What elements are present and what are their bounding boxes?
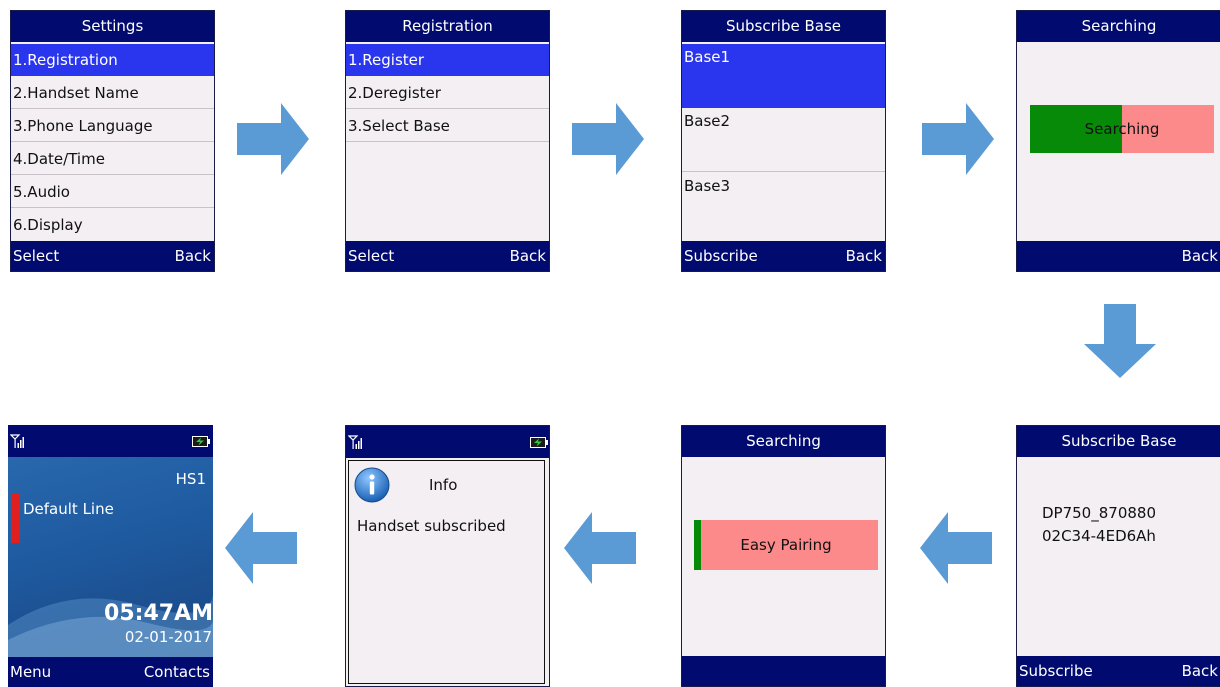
menu-item-phone-language[interactable]: 3.Phone Language (11, 110, 214, 142)
subscribe-base-found-screen: Subscribe Base DP750_870880 02C34-4ED6Ah… (1016, 425, 1220, 687)
softkey-bar: Subscribe Back (1017, 656, 1220, 686)
screen-title: Subscribe Base (1017, 426, 1220, 457)
registration-screen: Registration 1.Register 2.Deregister 3.S… (345, 10, 550, 272)
search-progress-bar: Searching (1030, 105, 1214, 153)
select-softkey[interactable]: Select (348, 247, 395, 265)
info-screen: Info Handset subscribed (345, 425, 550, 687)
base-item-2[interactable]: Base2 (682, 108, 885, 172)
back-softkey[interactable]: Back (509, 247, 546, 265)
signal-icon (10, 434, 24, 448)
info-message: Handset subscribed (357, 517, 506, 535)
subscribe-softkey[interactable]: Subscribe (684, 247, 758, 265)
select-softkey[interactable]: Select (13, 247, 60, 265)
wallpaper-swoosh (8, 595, 213, 657)
softkey-bar: Back (1017, 241, 1220, 271)
clock-date: 02-01-2017 (124, 628, 212, 646)
arrow-right-icon (572, 103, 644, 175)
search-progress-label: Searching (1084, 120, 1160, 138)
back-softkey[interactable]: Back (845, 247, 882, 265)
softkey-bar: Subscribe Back (682, 241, 885, 271)
screen-title: Registration (346, 11, 549, 42)
pairing-progress-fill (694, 520, 702, 570)
base-item-3[interactable]: Base3 (684, 177, 731, 195)
base-item-1[interactable]: Base1 (682, 44, 885, 108)
screen-title: Searching (1017, 11, 1220, 42)
default-line-label: Default Line (23, 500, 114, 518)
arrow-right-icon (922, 103, 994, 175)
menu-item-date-time[interactable]: 4.Date/Time (11, 143, 214, 175)
battery-icon (192, 436, 210, 447)
signal-icon (348, 435, 362, 449)
menu-item-registration[interactable]: 1.Registration (11, 44, 214, 76)
base-id: 02C34-4ED6Ah (1042, 527, 1156, 545)
info-dialog: Info Handset subscribed (348, 460, 545, 684)
screen-title: Settings (11, 11, 214, 42)
menu-item-select-base[interactable]: 3.Select Base (346, 110, 549, 142)
settings-screen: Settings 1.Registration 2.Handset Name 3… (10, 10, 215, 272)
softkey-bar: Select Back (11, 241, 214, 271)
arrow-left-icon (225, 512, 297, 584)
menu-item-display[interactable]: 6.Display (13, 216, 83, 234)
arrow-left-icon (920, 512, 992, 584)
menu-item-handset-name[interactable]: 2.Handset Name (11, 77, 214, 109)
status-bar (346, 426, 549, 458)
arrow-left-icon (564, 512, 636, 584)
softkey-bar: Menu Contacts (8, 657, 213, 687)
info-icon (354, 467, 390, 503)
search-progress-fill (1030, 105, 1122, 153)
arrow-down-icon (1084, 304, 1156, 378)
softkey-bar: Select Back (346, 241, 549, 271)
line-indicator (11, 493, 20, 543)
back-softkey[interactable]: Back (174, 247, 211, 265)
back-softkey[interactable]: Back (1181, 247, 1218, 265)
base-name: DP750_870880 (1042, 504, 1156, 522)
screen-title: Subscribe Base (682, 11, 885, 42)
easy-pairing-screen: Searching Easy Pairing (681, 425, 886, 687)
menu-item-deregister[interactable]: 2.Deregister (346, 77, 549, 109)
menu-softkey[interactable]: Menu (10, 663, 52, 681)
pairing-progress-bar: Easy Pairing (694, 520, 878, 570)
contacts-softkey[interactable]: Contacts (143, 663, 210, 681)
handset-name: HS1 (175, 470, 206, 488)
softkey-bar (682, 656, 885, 686)
screen-title: Searching (682, 426, 885, 457)
info-title: Info (429, 476, 458, 494)
battery-icon (530, 437, 548, 448)
searching-screen: Searching Searching Back (1016, 10, 1220, 272)
idle-screen: HS1 Default Line 05:47AM 02-01-2017 Menu… (8, 425, 213, 687)
subscribe-base-list-screen: Subscribe Base Base1 Base2 Base3 Subscri… (681, 10, 886, 272)
pairing-progress-label: Easy Pairing (740, 536, 832, 554)
arrow-right-icon (237, 103, 309, 175)
back-softkey[interactable]: Back (1181, 662, 1218, 680)
menu-item-audio[interactable]: 5.Audio (11, 176, 214, 208)
clock-time: 05:47AM (104, 601, 213, 626)
menu-item-register[interactable]: 1.Register (346, 44, 549, 76)
subscribe-softkey[interactable]: Subscribe (1019, 662, 1093, 680)
status-bar (8, 425, 213, 457)
